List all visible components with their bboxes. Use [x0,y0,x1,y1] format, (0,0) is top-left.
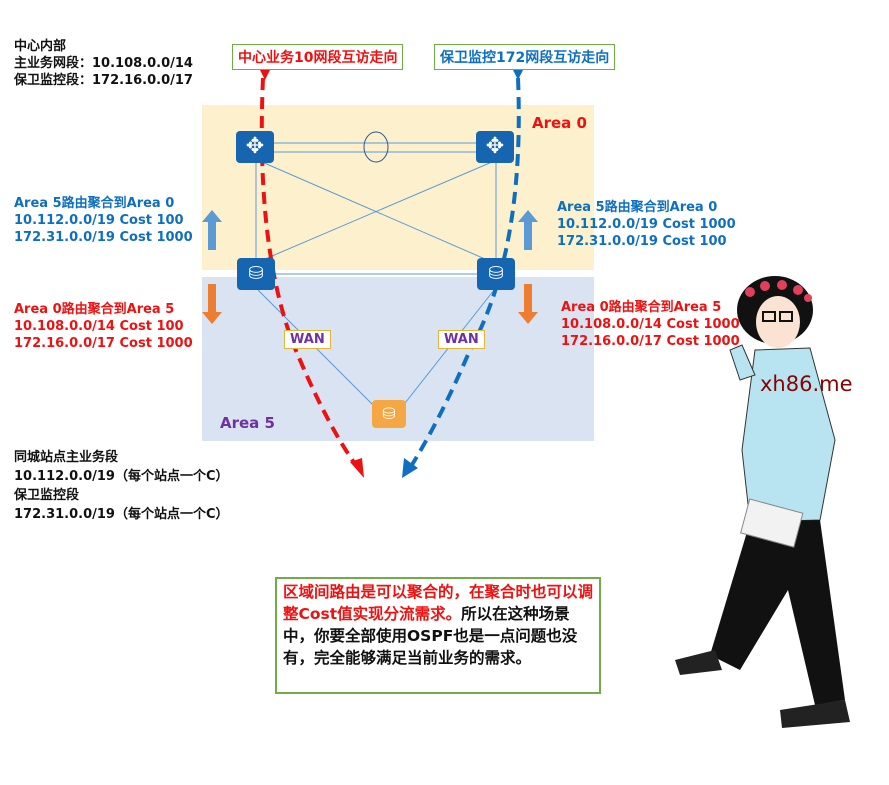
summary-line: 10.112.0.0/19 Cost 100 [14,213,184,228]
summary-line: 10.108.0.0/14 Cost 100 [14,319,184,334]
red-flow-title: 中心业务10网段互访走向 [232,44,404,70]
site-info-line: 172.31.0.0/19（每个站点一个C） [14,507,229,522]
summary-line: 10.108.0.0/14 Cost 1000 [561,317,740,332]
up-arrow-icon [518,210,538,250]
character-illustration [675,276,850,728]
security-segment: 保卫监控段：172.16.0.0/17 [14,73,193,88]
arrowhead-icon [350,458,364,478]
main-segment: 主业务网段：10.108.0.0/14 [14,56,193,71]
area0-label: Area 0 [532,114,587,132]
site-switch-icon[interactable]: ⛁ [372,400,406,428]
link [257,289,381,413]
watermark: xh86.me [760,372,853,396]
summary-title: Area 0路由聚合到Area 5 [561,300,722,315]
up-arrow-icon [202,210,222,250]
arrowhead-icon [402,458,418,478]
abr-switch-icon[interactable]: ⛁ [237,258,275,290]
left-down-summary: Area 0路由聚合到Area 5 10.108.0.0/14 Cost 100… [14,301,193,352]
blue-flow-title: 保卫监控172网段互访走向 [434,44,616,70]
summary-line: 172.16.0.0/17 Cost 1000 [561,334,740,349]
link [397,289,495,413]
down-arrow-icon [518,284,538,324]
area5-label: Area 5 [220,414,275,432]
summary-line: 172.31.0.0/19 Cost 100 [557,234,727,249]
left-up-summary: Area 5路由聚合到Area 0 10.112.0.0/19 Cost 100… [14,195,193,246]
core-router-icon[interactable]: ✥ [476,131,514,163]
center-info: 中心内部 主业务网段：10.108.0.0/14 保卫监控段：172.16.0.… [14,38,193,89]
core-router-icon[interactable]: ✥ [236,131,274,163]
site-info-line: 10.112.0.0/19（每个站点一个C） [14,469,229,484]
site-info: 同城站点主业务段 10.112.0.0/19（每个站点一个C） 保卫监控段 17… [14,448,229,524]
right-up-summary: Area 5路由聚合到Area 0 10.112.0.0/19 Cost 100… [557,199,736,250]
link [261,161,493,263]
site-info-line: 保卫监控段 [14,488,80,503]
summary-line: 10.112.0.0/19 Cost 1000 [557,217,736,232]
down-arrow-icon [202,284,222,324]
summary-title: Area 5路由聚合到Area 0 [557,200,718,215]
wan-label: WAN [284,330,331,349]
summary-title: Area 0路由聚合到Area 5 [14,302,175,317]
summary-line: 172.16.0.0/17 Cost 1000 [14,336,193,351]
summary-title: Area 5路由聚合到Area 0 [14,196,175,211]
note-box: 区域间路由是可以聚合的，在聚合时也可以调整Cost值实现分流需求。所以在这种场景… [275,577,601,694]
link [257,161,493,263]
center-title: 中心内部 [14,39,67,54]
summary-line: 172.31.0.0/19 Cost 1000 [14,230,193,245]
red-flow-path [259,77,360,470]
abr-switch-icon[interactable]: ⛁ [477,258,515,290]
note-highlight: 区域间路由是可以聚合的，在聚合时也可以调整Cost值实现分流需求。 [283,583,594,623]
right-down-summary: Area 0路由聚合到Area 5 10.108.0.0/14 Cost 100… [561,299,740,350]
note-text: 所以在这种场景中，你要全部使用OSPF也是一点问题也没有，完全能够满足当前业务的… [283,605,578,667]
wan-label: WAN [438,330,485,349]
site-info-line: 同城站点主业务段 [14,450,119,465]
link-bundle [363,131,389,163]
